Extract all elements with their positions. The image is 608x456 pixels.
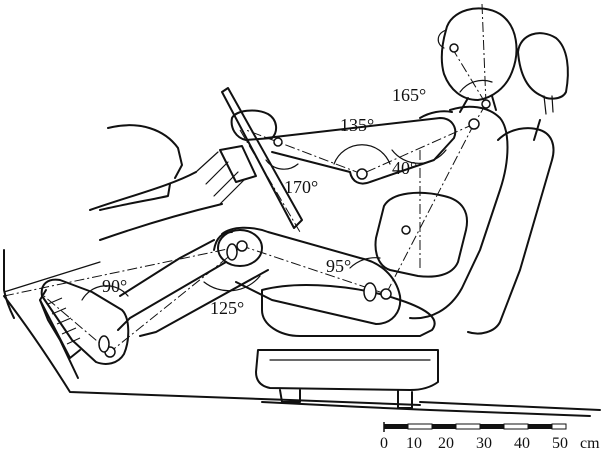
- mannequin-torso: [409, 105, 509, 320]
- mannequin-head: [440, 7, 518, 101]
- scale-tick-30: 30: [476, 435, 492, 452]
- angle-label-135: 135°: [340, 115, 374, 135]
- scale-tick-50: 50: [552, 435, 568, 452]
- angle-label-165: 165°: [392, 85, 426, 105]
- mannequin: [40, 7, 518, 365]
- hip-slot: [363, 282, 377, 302]
- seat: [255, 32, 601, 417]
- angle-label-125: 125°: [210, 298, 244, 318]
- arc-125: [203, 275, 261, 292]
- scale-segment-7: [528, 424, 552, 429]
- hand: [230, 109, 278, 141]
- scale-segment-8: [551, 423, 567, 430]
- angle-label-40: 40°: [392, 158, 417, 178]
- scale-tick-0: 0: [380, 435, 388, 452]
- angle-label-95: 95°: [326, 256, 351, 276]
- angle-label-170: 170°: [284, 177, 318, 197]
- scale-unit: cm: [580, 435, 600, 452]
- scale-segment-2: [407, 423, 433, 430]
- scale-segment-1: [384, 424, 408, 429]
- wrist-joint: [273, 137, 283, 147]
- arc-95: [349, 257, 381, 269]
- arc-165: [459, 79, 493, 93]
- ankle-slot: [98, 335, 110, 353]
- scale-bar: 0 10 20 30 40 50 cm: [380, 422, 600, 452]
- joint-markers: [98, 43, 491, 358]
- knee: [217, 229, 263, 267]
- scale-segment-5: [480, 424, 504, 429]
- shoulder-joint: [468, 118, 480, 130]
- arc-135: [333, 144, 391, 165]
- angle-label-90: 90°: [102, 276, 127, 296]
- arc-40: [391, 149, 447, 164]
- thigh: [221, 226, 402, 325]
- scale-segment-4: [455, 423, 481, 430]
- scale-tick-20: 20: [438, 435, 454, 452]
- headrest: [517, 32, 569, 100]
- backrest: [467, 127, 555, 335]
- lumbar-block: [374, 191, 468, 278]
- hip-joint: [380, 288, 392, 300]
- angle-labels: 165° 135° 40° 170° 95° 125° 90°: [102, 85, 426, 318]
- knee-joint: [236, 240, 248, 252]
- scale-tick-40: 40: [514, 435, 530, 452]
- car-body-outline: [3, 124, 421, 406]
- foot: [40, 278, 130, 365]
- reference-axes: [3, 3, 487, 353]
- lumbar-joint: [401, 225, 411, 235]
- seat-cushion: [261, 284, 436, 337]
- neck-joint: [481, 99, 491, 109]
- angle-arcs: [81, 79, 493, 301]
- seat-base: [255, 349, 439, 391]
- scale-tick-10: 10: [406, 435, 422, 452]
- scale-segment-6: [503, 423, 529, 430]
- scale-segment-3: [432, 424, 456, 429]
- upper-arm: [265, 117, 457, 185]
- knee-slot: [226, 243, 238, 261]
- arc-170: [265, 159, 299, 170]
- elbow-joint: [356, 168, 368, 180]
- steering-wheel: [219, 87, 303, 229]
- eye-joint: [449, 43, 459, 53]
- arc-90: [81, 285, 129, 301]
